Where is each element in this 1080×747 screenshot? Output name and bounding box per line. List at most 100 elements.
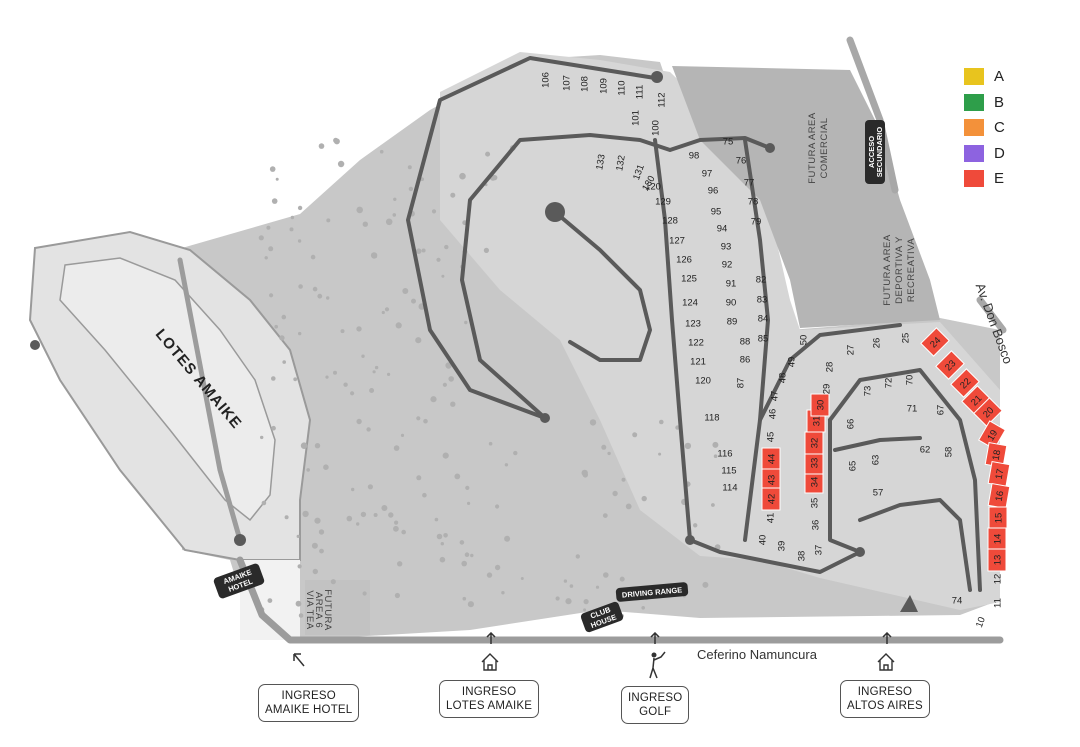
lot[interactable]: 27	[841, 339, 859, 361]
lot[interactable]: 73	[858, 380, 876, 402]
lot[interactable]: 126	[673, 250, 695, 268]
lot[interactable]: 121	[687, 352, 709, 370]
lot[interactable]: 120	[692, 371, 714, 389]
lot[interactable]: 125	[678, 269, 700, 287]
lot[interactable]: 41	[761, 507, 779, 529]
lot[interactable]: 29	[817, 378, 835, 400]
lot[interactable]: 15	[988, 506, 1008, 530]
lot[interactable]: 30	[810, 393, 830, 417]
lot[interactable]: 77	[738, 173, 760, 191]
lot[interactable]: 12	[988, 568, 1006, 590]
lot[interactable]: 112	[652, 89, 670, 111]
lot[interactable]: 47	[765, 385, 783, 407]
lot[interactable]: 57	[867, 483, 889, 501]
lot[interactable]: 98	[683, 146, 705, 164]
lot[interactable]: 84	[752, 309, 774, 327]
lot[interactable]: 118	[701, 408, 723, 426]
lot[interactable]: 66	[841, 413, 859, 435]
lot[interactable]: 20	[973, 397, 1003, 427]
lot[interactable]: 45	[761, 426, 779, 448]
lot[interactable]: 89	[721, 312, 743, 330]
lot[interactable]: 42	[761, 487, 781, 511]
lot[interactable]: 67	[931, 399, 949, 421]
lot[interactable]: 22	[950, 368, 980, 398]
lot[interactable]: 72	[879, 372, 897, 394]
lot[interactable]: 82	[750, 270, 772, 288]
lot[interactable]: 110	[612, 77, 630, 99]
lot[interactable]: 35	[805, 492, 823, 514]
lot[interactable]: 122	[685, 333, 707, 351]
arrow-icon	[292, 653, 305, 667]
lot[interactable]: 94	[711, 219, 733, 237]
lot[interactable]: 108	[575, 73, 593, 95]
lot[interactable]: 87	[731, 372, 749, 394]
lot[interactable]: 97	[696, 164, 718, 182]
lot[interactable]: 92	[716, 255, 738, 273]
lot[interactable]: 23	[935, 350, 965, 380]
lot[interactable]: 37	[809, 539, 827, 561]
lot[interactable]: 88	[734, 332, 756, 350]
lot[interactable]: 78	[742, 192, 764, 210]
lot[interactable]: 123	[682, 314, 704, 332]
lot[interactable]: 114	[719, 478, 741, 496]
lot[interactable]: 39	[772, 535, 790, 557]
lot[interactable]: 83	[751, 290, 773, 308]
lot[interactable]: 50	[794, 329, 812, 351]
lot[interactable]: 115	[718, 461, 740, 479]
lot[interactable]: 86	[734, 350, 756, 368]
lot[interactable]: 62	[914, 440, 936, 458]
lot[interactable]: 26	[867, 332, 885, 354]
lot[interactable]: 25	[896, 327, 914, 349]
lot[interactable]: 90	[720, 293, 742, 311]
lot[interactable]: 71	[901, 399, 923, 417]
lot[interactable]: 65	[843, 455, 861, 477]
lot[interactable]: 107	[557, 72, 575, 94]
lot[interactable]: 44	[761, 447, 781, 471]
lot[interactable]: 116	[714, 444, 736, 462]
lot[interactable]: 11	[988, 592, 1006, 614]
lot[interactable]: 133	[589, 150, 611, 175]
lot[interactable]: 40	[753, 529, 771, 551]
lot[interactable]: 17	[987, 461, 1011, 487]
lot[interactable]: 128	[659, 211, 681, 229]
lot[interactable]: 48	[773, 367, 791, 389]
lot[interactable]: 19	[978, 420, 1006, 450]
lot[interactable]: 85	[752, 329, 774, 347]
lot[interactable]: 14	[987, 527, 1007, 551]
lot[interactable]: 109	[594, 75, 612, 97]
lot[interactable]: 129	[652, 192, 674, 210]
lot[interactable]: 131	[626, 159, 650, 186]
lot[interactable]: 32	[804, 431, 824, 455]
lot[interactable]: 75	[717, 132, 739, 150]
lot[interactable]: 127	[666, 231, 688, 249]
lot[interactable]: 124	[679, 293, 701, 311]
lot[interactable]: 46	[763, 403, 781, 425]
lot[interactable]: 79	[745, 212, 767, 230]
lot[interactable]: 18	[984, 442, 1008, 468]
lot[interactable]: 13	[987, 548, 1007, 572]
lot[interactable]: 28	[820, 356, 838, 378]
lot[interactable]: 10	[968, 609, 992, 636]
lot[interactable]: 38	[792, 545, 810, 567]
lot[interactable]: 111	[630, 81, 648, 103]
lot[interactable]: 95	[705, 202, 727, 220]
lot[interactable]: 132	[609, 151, 631, 176]
lot[interactable]: 74	[946, 591, 968, 609]
lot[interactable]: 24	[920, 327, 950, 357]
lot[interactable]: 33	[804, 451, 824, 475]
lot[interactable]: 93	[715, 237, 737, 255]
lot[interactable]: 106	[536, 69, 554, 91]
lot[interactable]: 16	[987, 483, 1011, 509]
lot[interactable]: 58	[939, 441, 957, 463]
lot[interactable]: 70	[900, 369, 918, 391]
lot-number: 34	[810, 477, 821, 488]
lot[interactable]: 120	[642, 177, 664, 195]
lot[interactable]: 63	[866, 449, 884, 471]
lot[interactable]: 36	[806, 514, 824, 536]
lot[interactable]: 91	[720, 274, 742, 292]
lot[interactable]: 96	[702, 181, 724, 199]
lot[interactable]: 76	[730, 151, 752, 169]
lot[interactable]: 101	[626, 107, 644, 129]
lot[interactable]: 49	[782, 351, 800, 373]
lot[interactable]: 100	[646, 117, 664, 139]
